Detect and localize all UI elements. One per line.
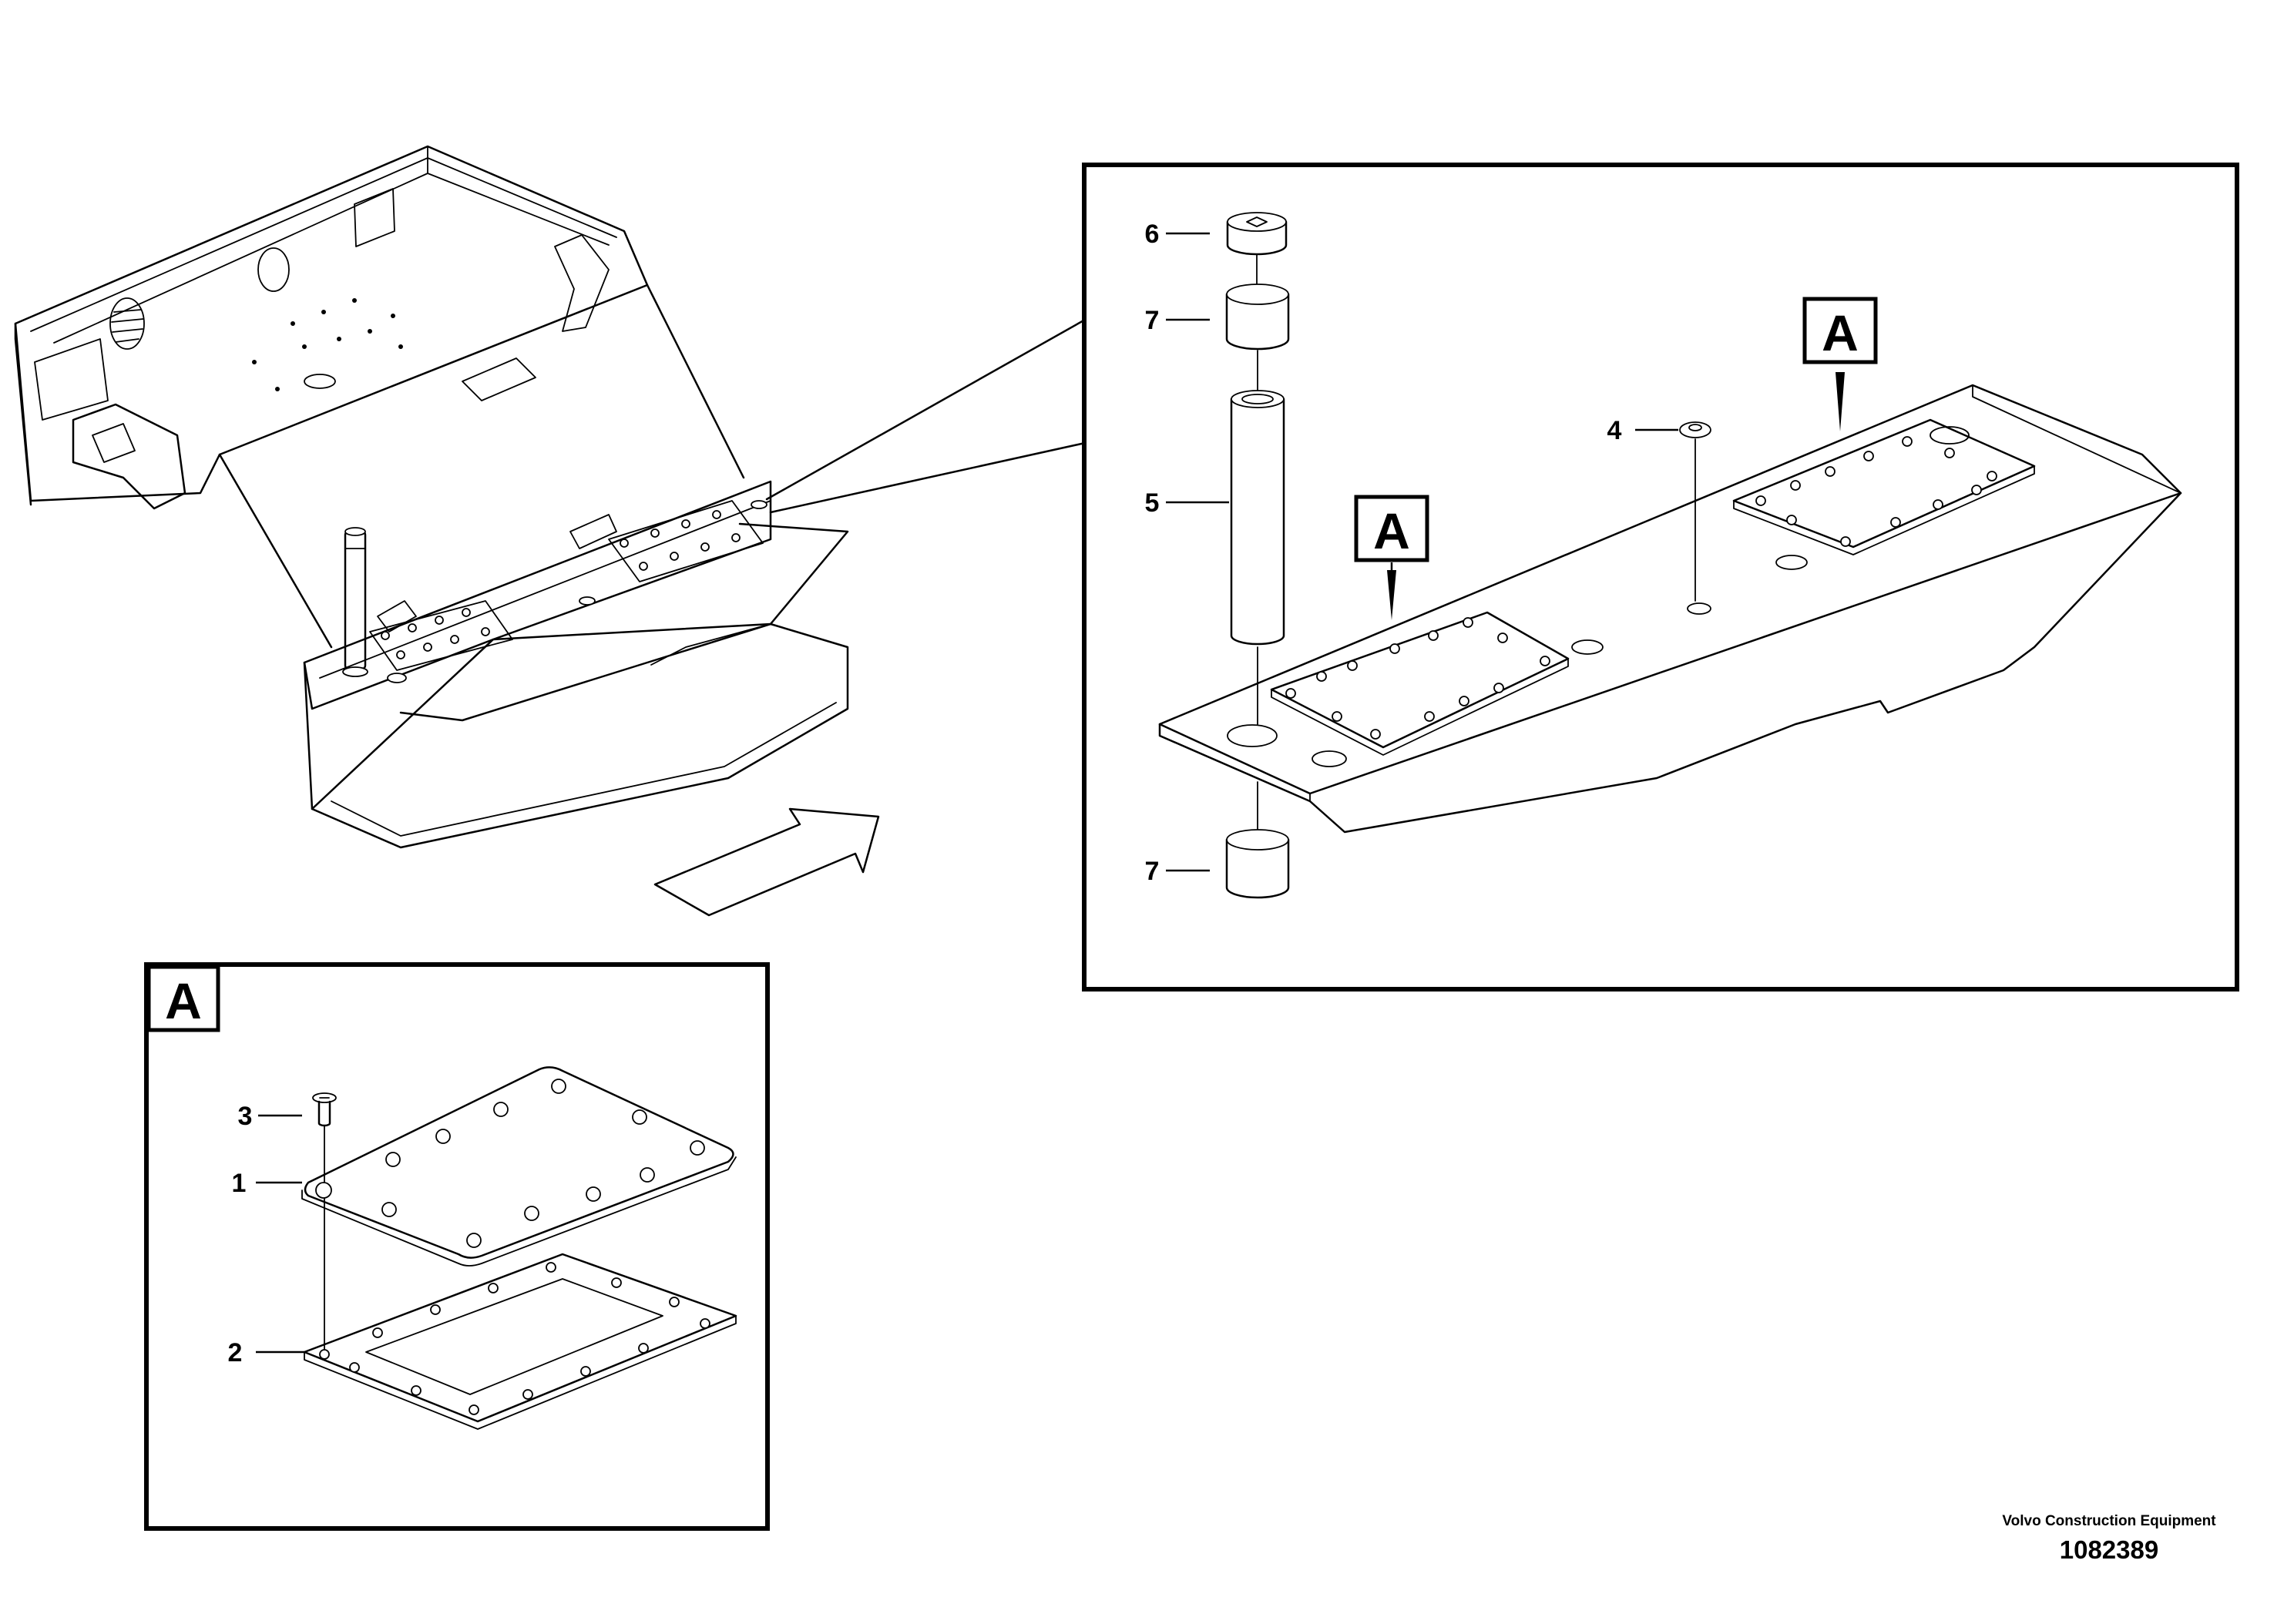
- svg-text:6: 6: [1145, 220, 1160, 249]
- overview-assembly: [14, 145, 849, 849]
- svg-text:A: A: [1373, 502, 1410, 559]
- document-number: 1082389: [2059, 1535, 2159, 1564]
- svg-text:4: 4: [1607, 416, 1622, 445]
- svg-text:1: 1: [232, 1169, 247, 1198]
- zoom-line-bottom: [769, 441, 1087, 514]
- detail-cover-plate-right: [1732, 418, 2036, 555]
- overview-pillar: [342, 527, 368, 677]
- part-7-bushing-top: 7: [1145, 284, 1290, 351]
- svg-text:A: A: [165, 972, 202, 1029]
- overview-cover-plate-right: [608, 500, 764, 582]
- part-4-washer: 4: [1607, 416, 1711, 602]
- part-5-pillar: 5: [1145, 390, 1285, 646]
- part-2-gasket: 2: [228, 1253, 737, 1430]
- svg-text:7: 7: [1145, 857, 1160, 886]
- part-7-bushing-bottom: 7: [1145, 829, 1290, 899]
- company-name: Volvo Construction Equipment: [2002, 1513, 2216, 1529]
- detail-base-plate: [1158, 384, 2182, 834]
- tray-holes: [252, 298, 403, 391]
- detail-a-title: A: [146, 965, 220, 1032]
- detail-marker-a-right: A: [1802, 297, 1878, 431]
- detail-a-frame: [144, 962, 770, 1531]
- view-direction-arrow: [653, 807, 880, 917]
- svg-text:3: 3: [238, 1102, 253, 1131]
- detail-marker-a-left: A: [1354, 495, 1429, 620]
- zoom-line-top: [765, 318, 1087, 501]
- part-1-cover-plate: 1: [232, 1066, 737, 1267]
- svg-text:5: 5: [1145, 488, 1160, 518]
- svg-text:A: A: [1822, 304, 1859, 361]
- part-3-screw: 3: [238, 1092, 337, 1183]
- overview-cover-plate-left: [369, 600, 513, 671]
- manufacturer-stamp: Volvo Construction Equipment 1082389: [1993, 1512, 2225, 1567]
- detail-cover-plate-left: [1270, 611, 1570, 756]
- svg-text:2: 2: [228, 1338, 243, 1367]
- part-6-cap: 6: [1145, 212, 1288, 256]
- svg-text:7: 7: [1145, 306, 1160, 335]
- detail-frame: [1082, 163, 2239, 992]
